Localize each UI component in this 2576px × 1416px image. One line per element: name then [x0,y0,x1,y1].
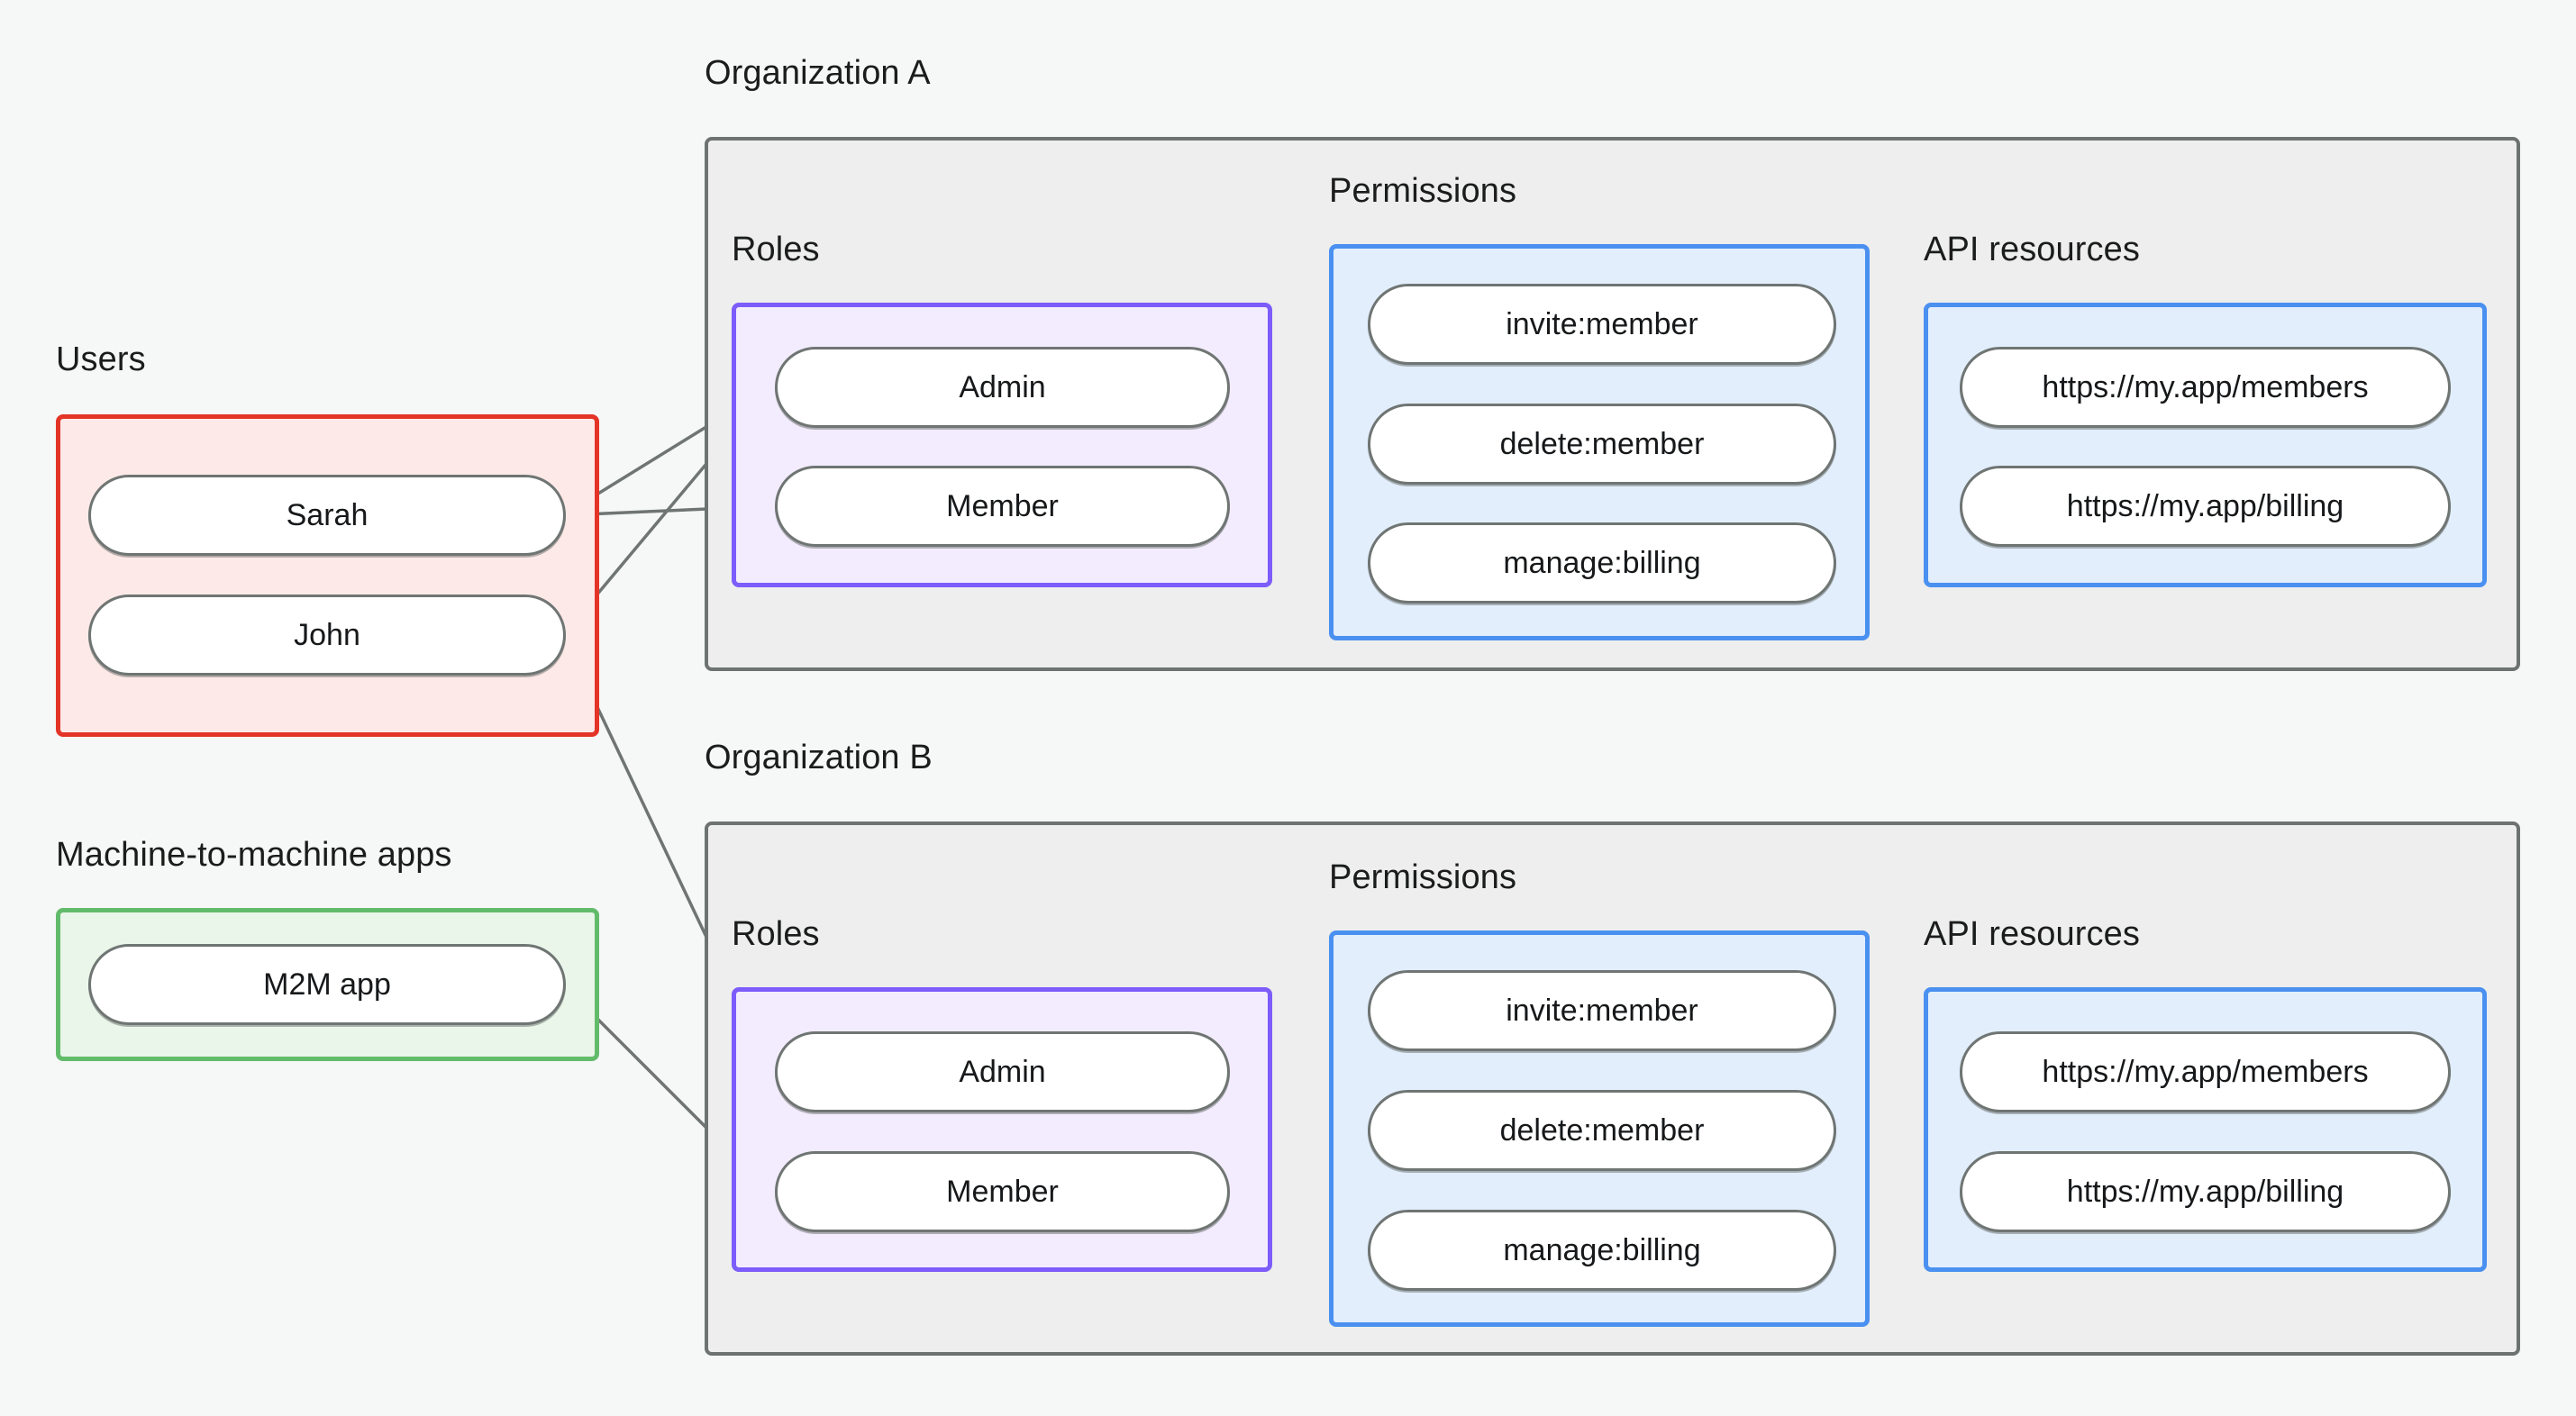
org-a-roles-title: Roles [732,231,820,268]
org-b-api-resources-title: API resources [1924,915,2140,953]
user-john[interactable]: John [88,595,566,676]
user-sarah[interactable]: Sarah [88,475,566,556]
org-a-permissions-title: Permissions [1329,172,1517,210]
org-b-api-resource-billing[interactable]: https://my.app/billing [1960,1151,2451,1232]
m2m-app-node[interactable]: M2M app [88,944,566,1025]
org-b-permissions-title: Permissions [1329,858,1517,896]
org-a-permission-delete-member[interactable]: delete:member [1368,404,1836,485]
org-a-permission-invite-member[interactable]: invite:member [1368,284,1836,365]
org-b-role-admin[interactable]: Admin [775,1031,1230,1112]
org-b-title: Organization B [705,739,933,776]
users-box [56,414,599,737]
org-a-permission-manage-billing[interactable]: manage:billing [1368,522,1836,604]
org-a-api-resources-title: API resources [1924,231,2140,268]
org-a-role-admin[interactable]: Admin [775,347,1230,428]
org-a-api-resource-members[interactable]: https://my.app/members [1960,347,2451,428]
org-b-role-member[interactable]: Member [775,1151,1230,1232]
org-b-permission-invite-member[interactable]: invite:member [1368,970,1836,1051]
org-b-roles-title: Roles [732,915,820,953]
org-b-permission-manage-billing[interactable]: manage:billing [1368,1210,1836,1291]
org-b-permission-delete-member[interactable]: delete:member [1368,1090,1836,1171]
org-a-api-resource-billing[interactable]: https://my.app/billing [1960,466,2451,547]
m2m-title: Machine-to-machine apps [56,836,452,874]
org-b-api-resource-members[interactable]: https://my.app/members [1960,1031,2451,1112]
org-a-role-member[interactable]: Member [775,466,1230,547]
org-a-title: Organization A [705,54,931,92]
users-title: Users [56,340,146,378]
